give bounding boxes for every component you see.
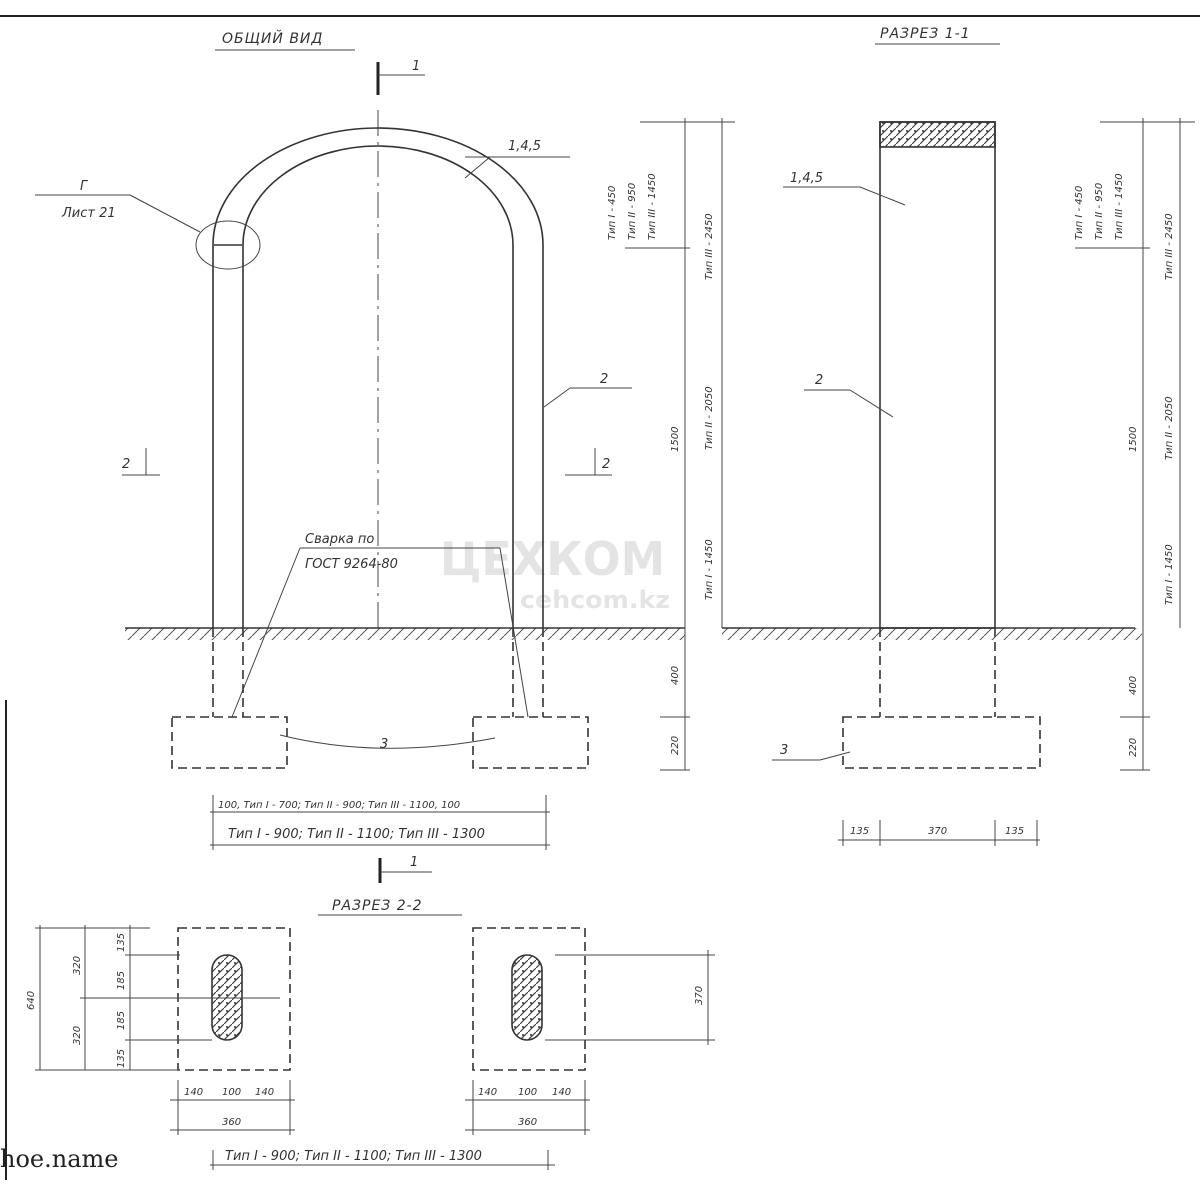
dim-r-type1-top: Тип I - 450 [1074,186,1085,240]
detail-letter: Г [80,179,89,194]
callout-pos-footing-s11: 3 [780,743,788,758]
dim-135-b: 135 [116,1049,127,1068]
dim-type2-total: Тип II - 2050 [704,386,715,450]
section-mark-2-right: 2 [602,457,610,472]
arch-outer [212,127,544,628]
footing-s11 [842,716,1041,769]
dim-r-w100: 100 [518,1087,537,1098]
dim-r-type2-total: Тип II - 2050 [1164,396,1175,460]
dim-r-220: 220 [1128,738,1139,757]
dim-r-w140-a: 140 [478,1087,497,1098]
dim-type1-top: Тип I - 450 [607,186,618,240]
callout-pos-footing: 3 [380,737,388,752]
watermark-main: ЦЕХКОМ [440,532,665,586]
dim-type3-top: Тип III - 1450 [647,173,658,240]
callout-pos-post-s11: 2 [815,373,823,388]
footing-left [171,716,288,769]
detail-circle-g [195,220,261,270]
weld-note-line1: Сварка по [305,532,374,547]
callout-pos-arch: 1,4,5 [508,139,541,154]
dim-370: 370 [694,986,705,1005]
weld-note-line2: ГОСТ 9264-80 [305,557,398,572]
dim-w140-a: 140 [184,1087,203,1098]
dim-r-type3-top: Тип III - 1450 [1114,173,1125,240]
dim-r-type1-total: Тип I - 1450 [1164,544,1175,605]
title-section-2-2: РАЗРЕЗ 2-2 [332,898,423,914]
general-view: ОБЩИЙ ВИД 1 Г Лист 21 1,4,5 2 2 2 Сварка… [35,29,685,850]
dim-w360: 360 [222,1117,241,1128]
dim-r-400: 400 [1128,676,1139,695]
title-section-1-1: РАЗРЕЗ 1-1 [880,26,971,42]
dim-320-b: 320 [72,1026,83,1045]
dim-s11-mid: 370 [928,826,947,837]
dim-type1-total: Тип I - 1450 [704,539,715,600]
watermark-sub: cehcom.kz [520,586,670,614]
dim-640: 640 [26,991,37,1010]
dim-w140-b: 140 [255,1087,274,1098]
post-section-right [511,954,543,1041]
dim-r-w360: 360 [518,1117,537,1128]
dim-w100: 100 [222,1087,241,1098]
detail-sheet: Лист 21 [61,206,116,221]
arch-inner [242,145,514,628]
dim-sec22-total: Тип I - 900; Тип II - 1100; Тип III - 13… [225,1149,482,1164]
footer-site: hoe.name [0,1145,118,1173]
watermark: ЦЕХКОМ cehcom.kz [440,532,670,614]
dim-185-a: 185 [116,971,127,990]
section-mark-label: 1 [412,59,420,74]
dims-left: Тип I - 450 Тип II - 950 Тип III - 1450 … [607,118,735,771]
post-section [879,121,996,629]
ground-hatch [125,628,685,640]
dim-220: 220 [670,736,681,755]
callout-pos-post: 2 [600,372,608,387]
dim-320-a: 320 [72,956,83,975]
dim-outer-width: Тип I - 900; Тип II - 1100; Тип III - 13… [228,827,485,842]
dim-r-1500: 1500 [1128,427,1139,452]
dim-185-b: 185 [116,1011,127,1030]
cap-hatch [879,121,996,148]
dim-135-a: 135 [116,933,127,952]
section-2-2: 1 РАЗРЕЗ 2-2 640 320 320 135 185 185 135… [26,855,715,1170]
dim-r-type2-top: Тип II - 950 [1094,183,1105,240]
dim-r-w140-b: 140 [552,1087,571,1098]
dim-400: 400 [670,666,681,685]
footing-plan-right [472,927,586,1071]
dim-inner-width: 100, Тип I - 700; Тип II - 900; Тип III … [218,800,460,811]
dim-r-type3-total: Тип III - 2450 [1164,213,1175,280]
dim-s11-left: 135 [850,826,869,837]
section-mark-2-left: 2 [122,457,130,472]
section-mark-1-bottom: 1 [410,855,418,870]
dim-type2-top: Тип II - 950 [627,183,638,240]
section-1-1: РАЗРЕЗ 1-1 1,4,5 2 3 135 370 135 [722,26,1142,846]
title-general-view: ОБЩИЙ ВИД [222,29,323,47]
dim-s11-right: 135 [1005,826,1024,837]
dim-1500: 1500 [670,427,681,452]
dim-type3-total: Тип III - 2450 [704,213,715,280]
footing-right [472,716,589,769]
footing-plan-left [177,927,291,1071]
callout-pos-arch-s11: 1,4,5 [790,171,823,186]
dims-right: Тип I - 450 Тип II - 950 Тип III - 1450 … [1074,118,1195,771]
